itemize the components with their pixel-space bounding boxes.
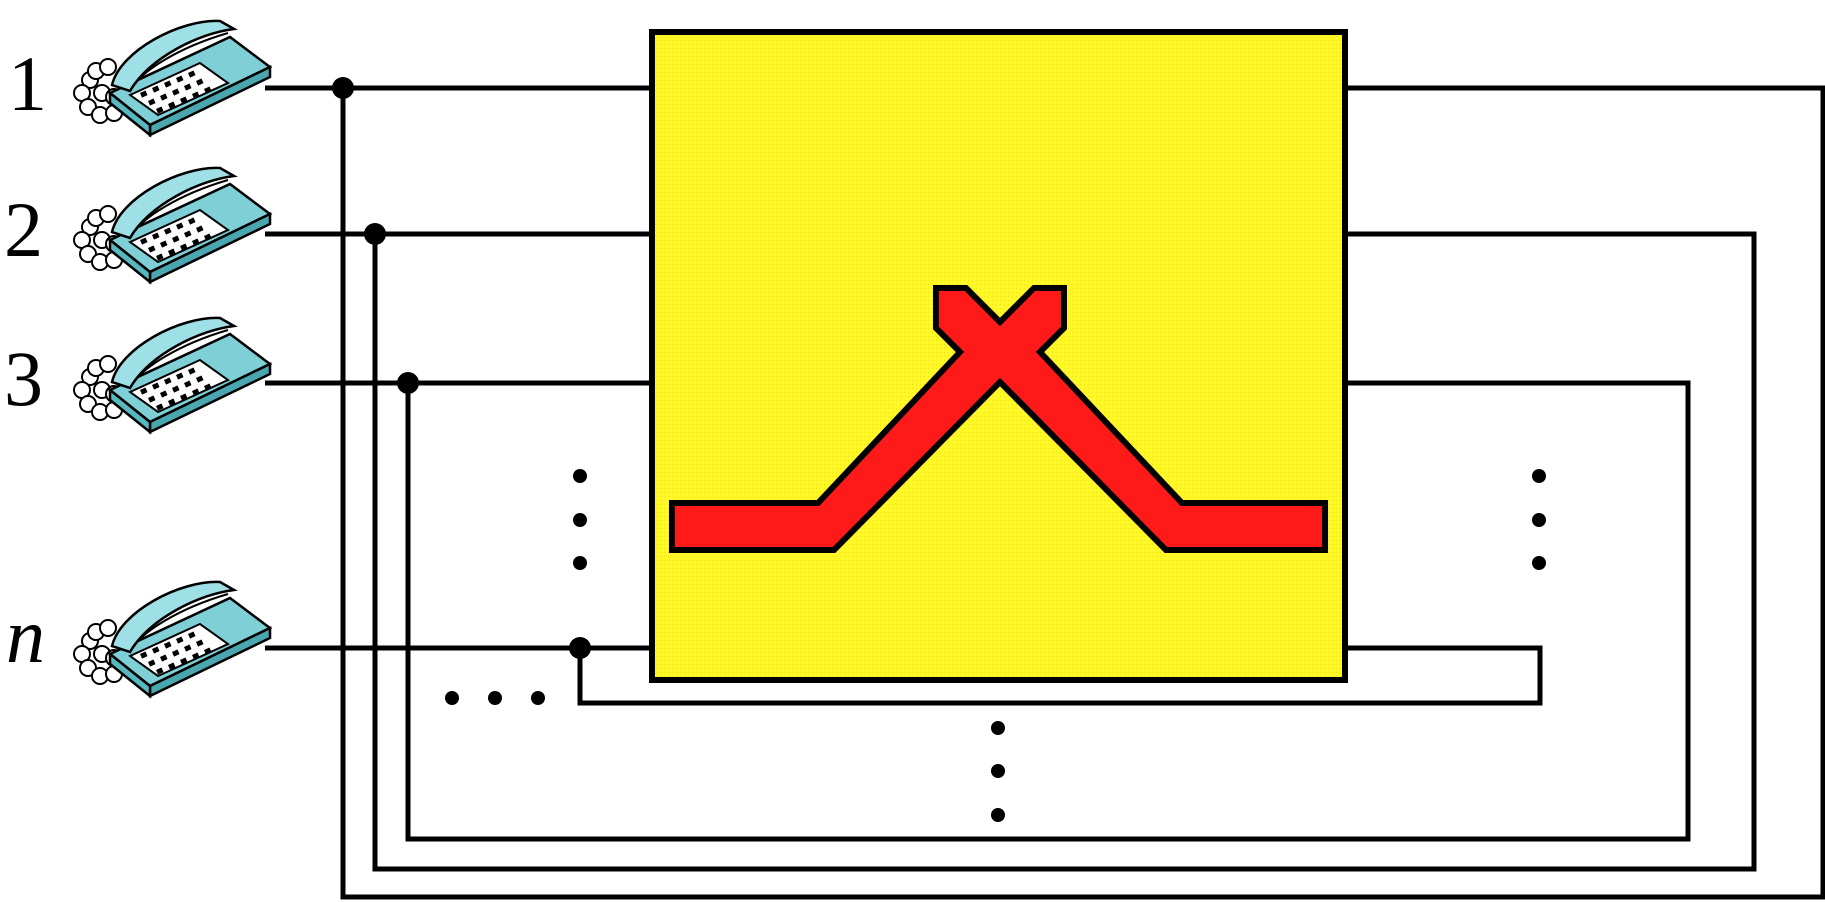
line-label-2: 2 bbox=[4, 186, 43, 273]
line-label-1: 1 bbox=[8, 40, 47, 127]
loop-line-3 bbox=[405, 380, 1691, 842]
ellipsis-dots bbox=[445, 469, 1546, 822]
line-label-3: 3 bbox=[4, 335, 43, 422]
horizontal-ellipsis bbox=[445, 691, 545, 705]
left-wires bbox=[265, 85, 652, 651]
junction-dots bbox=[332, 77, 591, 659]
return-loops bbox=[340, 85, 1825, 900]
telephone-icon-2 bbox=[72, 166, 272, 284]
vertical-ellipsis-left bbox=[573, 469, 587, 570]
vertical-ellipsis-right bbox=[1532, 469, 1546, 570]
loop-line-1 bbox=[340, 85, 1825, 900]
telephone-icon-1 bbox=[72, 19, 272, 137]
junction-dot-2 bbox=[364, 223, 386, 245]
vertical-ellipsis-bottom bbox=[991, 721, 1005, 822]
junction-dot-3 bbox=[397, 372, 419, 394]
loop-line-n bbox=[577, 645, 1543, 706]
junction-dot-1 bbox=[332, 77, 354, 99]
telephone-icon-3 bbox=[72, 316, 272, 434]
telephone-icon-n bbox=[72, 580, 272, 698]
line-label-n: n bbox=[6, 592, 45, 679]
loop-line-2 bbox=[372, 231, 1757, 872]
junction-dot-n bbox=[569, 637, 591, 659]
crossover-switch-icon bbox=[669, 285, 1328, 553]
